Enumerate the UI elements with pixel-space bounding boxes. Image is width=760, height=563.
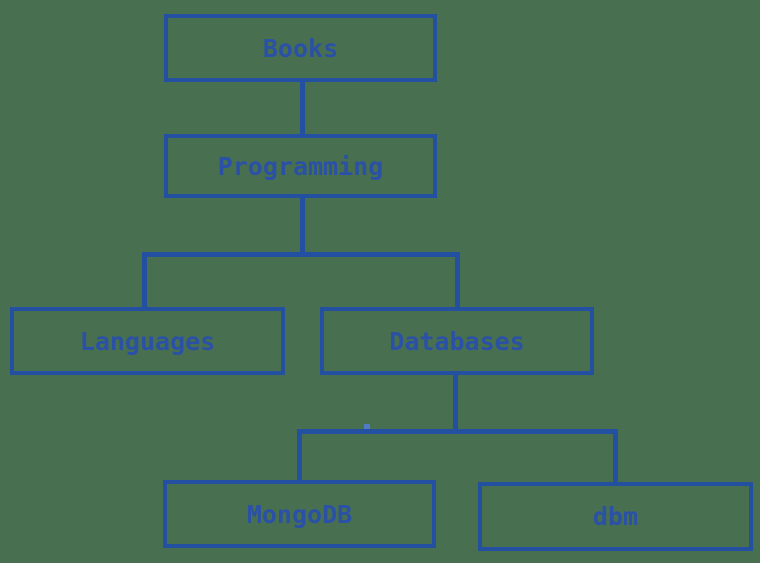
node-programming-label: Programming: [217, 151, 384, 181]
edge-mongodb-drop-line: [297, 429, 302, 480]
edge-programming-stem-line: [300, 198, 305, 254]
node-books: Books: [164, 14, 437, 82]
node-mongodb-label: MongoDB: [246, 499, 353, 529]
node-languages: Languages: [10, 307, 285, 375]
edge-programming-branch-hline: [142, 252, 460, 257]
edge-books-programming-line: [300, 82, 305, 134]
stray-pixel-artifact: [364, 424, 370, 429]
edge-languages-drop-line: [142, 252, 147, 307]
edge-dbm-drop-line: [613, 429, 618, 482]
node-languages-label: Languages: [79, 326, 216, 356]
node-programming: Programming: [164, 134, 437, 198]
node-mongodb: MongoDB: [163, 480, 436, 548]
edge-databases-drop-line: [455, 252, 460, 307]
node-dbm-label: dbm: [592, 502, 639, 531]
edge-databases-branch-hline: [297, 429, 618, 434]
node-books-label: Books: [262, 33, 339, 63]
node-databases: Databases: [320, 307, 594, 375]
node-dbm: dbm: [478, 482, 753, 551]
node-databases-label: Databases: [389, 326, 525, 356]
edge-databases-stem-line: [453, 375, 458, 431]
